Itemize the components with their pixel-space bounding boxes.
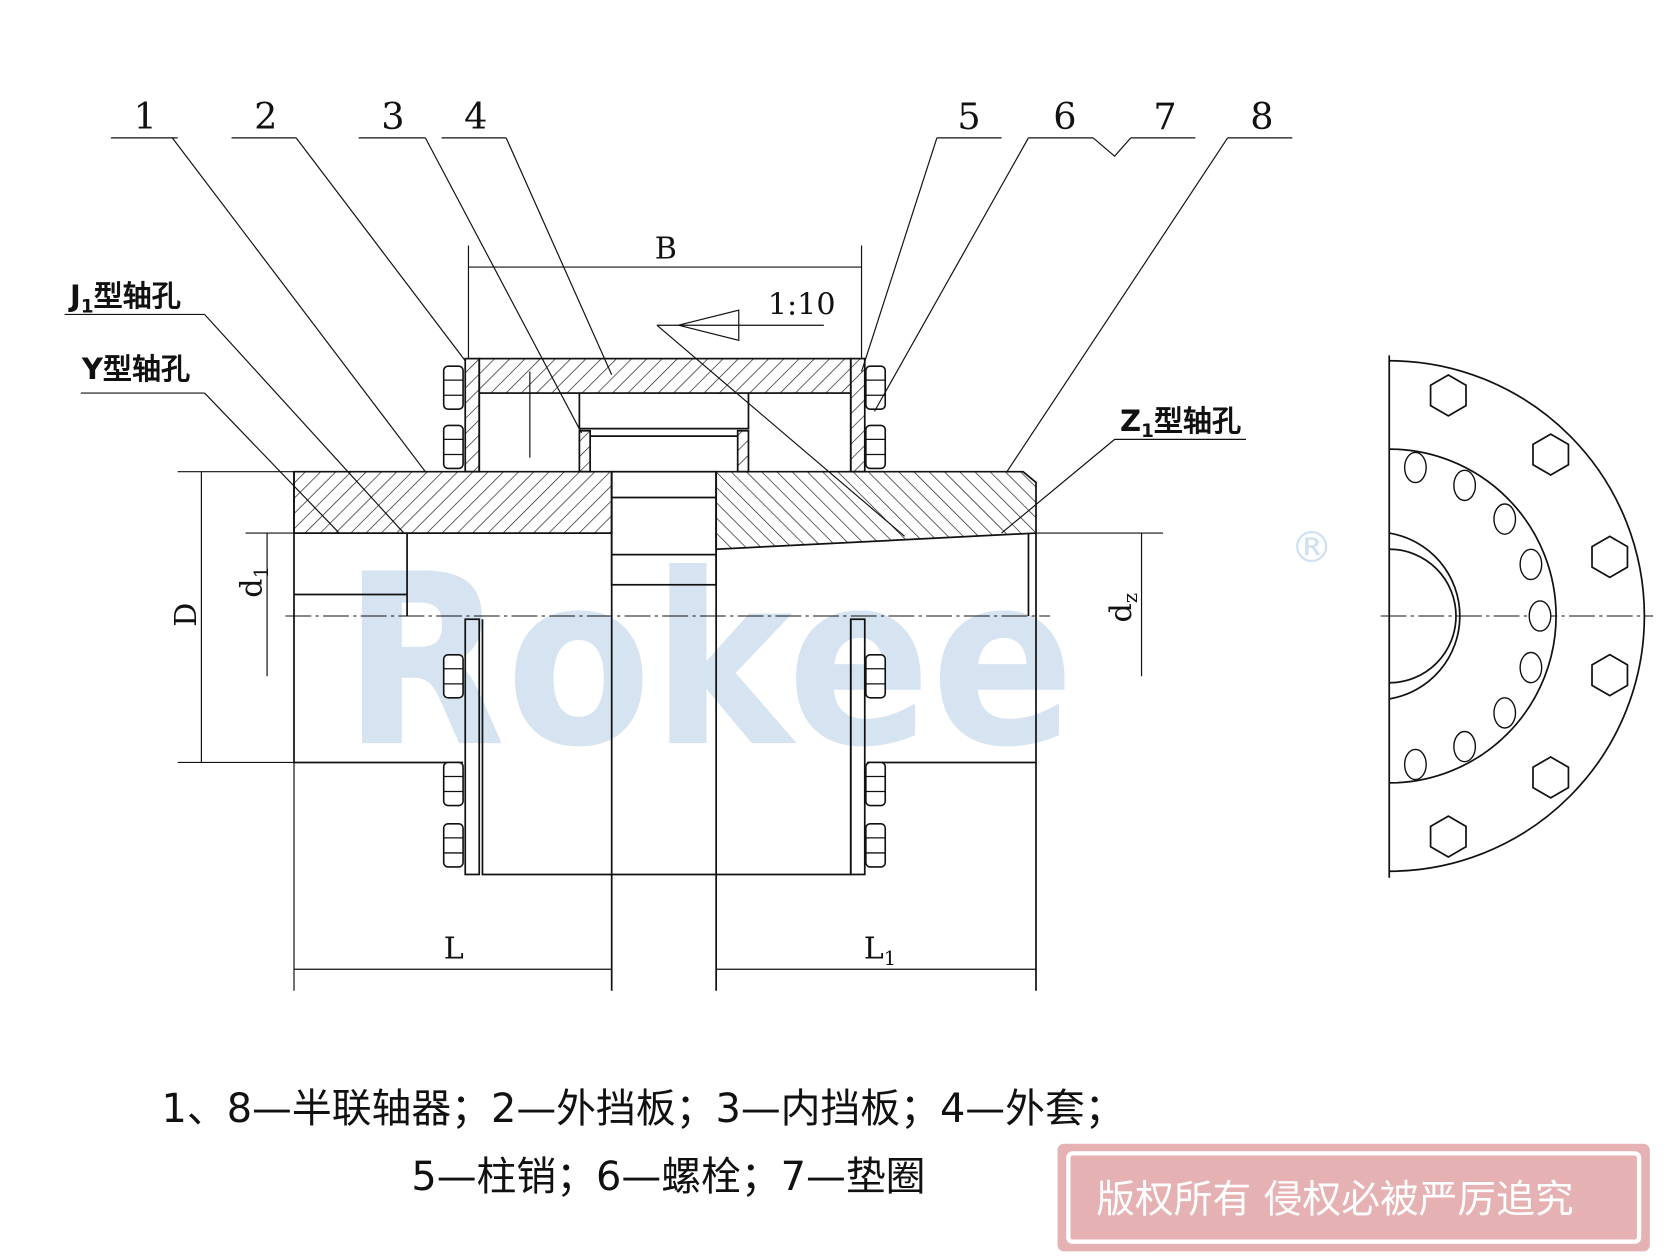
part-label-2: 2	[254, 95, 277, 138]
caption-line-2: 5—柱销；6—螺栓；7—垫圈	[411, 1154, 925, 1200]
dim-taper: 1:10	[768, 287, 836, 322]
dim-L: L	[444, 931, 464, 966]
caption-line-1: 1、8—半联轴器；2—外挡板；3—内挡板；4—外套；	[162, 1086, 1125, 1132]
j1-bore-label: J1型轴孔	[68, 279, 181, 317]
part-label-8: 8	[1250, 95, 1273, 138]
hex-bolt-head	[1429, 373, 1467, 417]
end-view	[1380, 355, 1654, 878]
dim-L1: L1	[864, 931, 896, 969]
left-half-coupling	[293, 470, 613, 991]
part-label-1: 1	[134, 95, 157, 138]
hex-bolt-head	[1591, 653, 1629, 697]
pin-hole	[1453, 469, 1477, 502]
part-label-5: 5	[957, 95, 980, 138]
pin-hole	[1403, 748, 1427, 781]
part-label-7: 7	[1153, 95, 1176, 138]
outer-baffle-plates	[464, 357, 866, 876]
dimension-lines: B 1:10 D d1 dz L L1	[169, 231, 1164, 991]
pin-hole	[1519, 548, 1543, 581]
bore-labels: J1型轴孔 Y型轴孔 Z1型轴孔	[64, 279, 1246, 534]
hex-bolt-head	[1429, 815, 1467, 859]
pin-hole	[1493, 697, 1517, 729]
hex-bolt-head	[1591, 535, 1629, 579]
y-bore-label: Y型轴孔	[81, 352, 190, 386]
hex-bolt-head	[1532, 755, 1570, 799]
part-label-6: 6	[1053, 95, 1076, 138]
part-label-3: 3	[381, 95, 404, 138]
pin-hole	[1403, 451, 1427, 484]
dim-D: D	[169, 603, 204, 627]
pin-hole	[1453, 730, 1477, 763]
hex-bolt-head	[1532, 433, 1570, 477]
copyright-stamp: 版权所有 侵权必被严厉追究	[1057, 1143, 1650, 1252]
dim-d1: d1	[235, 566, 273, 598]
z1-bore-label: Z1型轴孔	[1120, 404, 1241, 442]
watermark: Rokee ®	[342, 523, 1333, 799]
pin-hole	[1493, 503, 1517, 535]
caption: 1、8—半联轴器；2—外挡板；3—内挡板；4—外套； 5—柱销；6—螺栓；7—垫…	[162, 1086, 1125, 1200]
dim-dz: dz	[1104, 593, 1142, 623]
part-label-4: 4	[464, 95, 487, 138]
stamp-text: 版权所有 侵权必被严厉追究	[1096, 1178, 1573, 1223]
inner-baffle	[578, 429, 750, 473]
pin-gap	[610, 470, 718, 586]
dim-B: B	[655, 231, 677, 266]
watermark-registered-mark: ®	[1290, 523, 1333, 573]
pin-hole	[1519, 651, 1543, 684]
part-leaders: 1 2 3 4 5 6 7 8	[110, 95, 1293, 473]
pin-hole	[1528, 600, 1552, 632]
